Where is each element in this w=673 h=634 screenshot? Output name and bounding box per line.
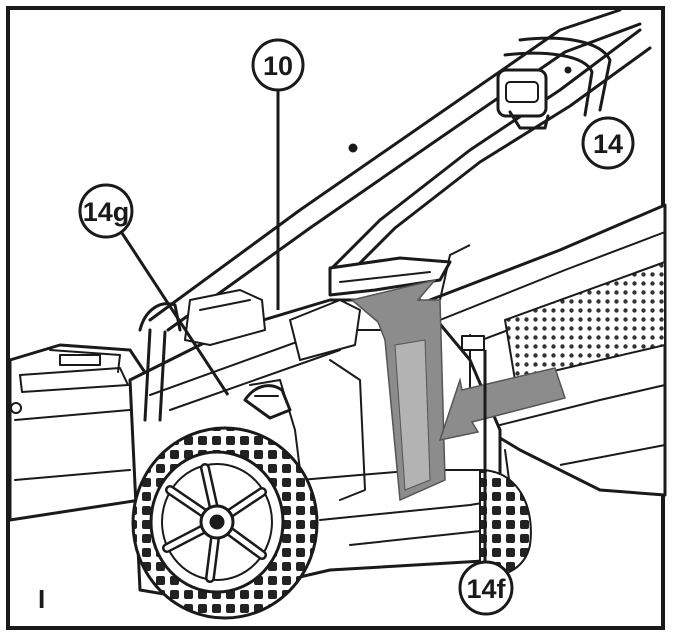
- callout-circle: [251, 38, 305, 92]
- callout-label-10: 10: [263, 51, 293, 81]
- airflow-arrows: [350, 278, 566, 502]
- callout-label-14f: 14f: [466, 574, 506, 604]
- callout-label-14g: 14g: [83, 197, 130, 227]
- panel-mark: I: [38, 584, 45, 614]
- front-wheel: [131, 426, 319, 620]
- callout-14f: 14f: [458, 560, 514, 616]
- callout-10: 10: [251, 38, 305, 92]
- callout-circle: [458, 560, 514, 616]
- callout-circle: [581, 116, 635, 170]
- callout-14g: 14g: [78, 183, 134, 239]
- push-handle: [148, 8, 652, 332]
- rear-wheel: [479, 468, 532, 578]
- callout-leaders: [118, 90, 487, 565]
- callout-circle: [78, 183, 134, 239]
- callout-label-14: 14: [593, 129, 623, 159]
- callout-14: 14: [581, 116, 635, 170]
